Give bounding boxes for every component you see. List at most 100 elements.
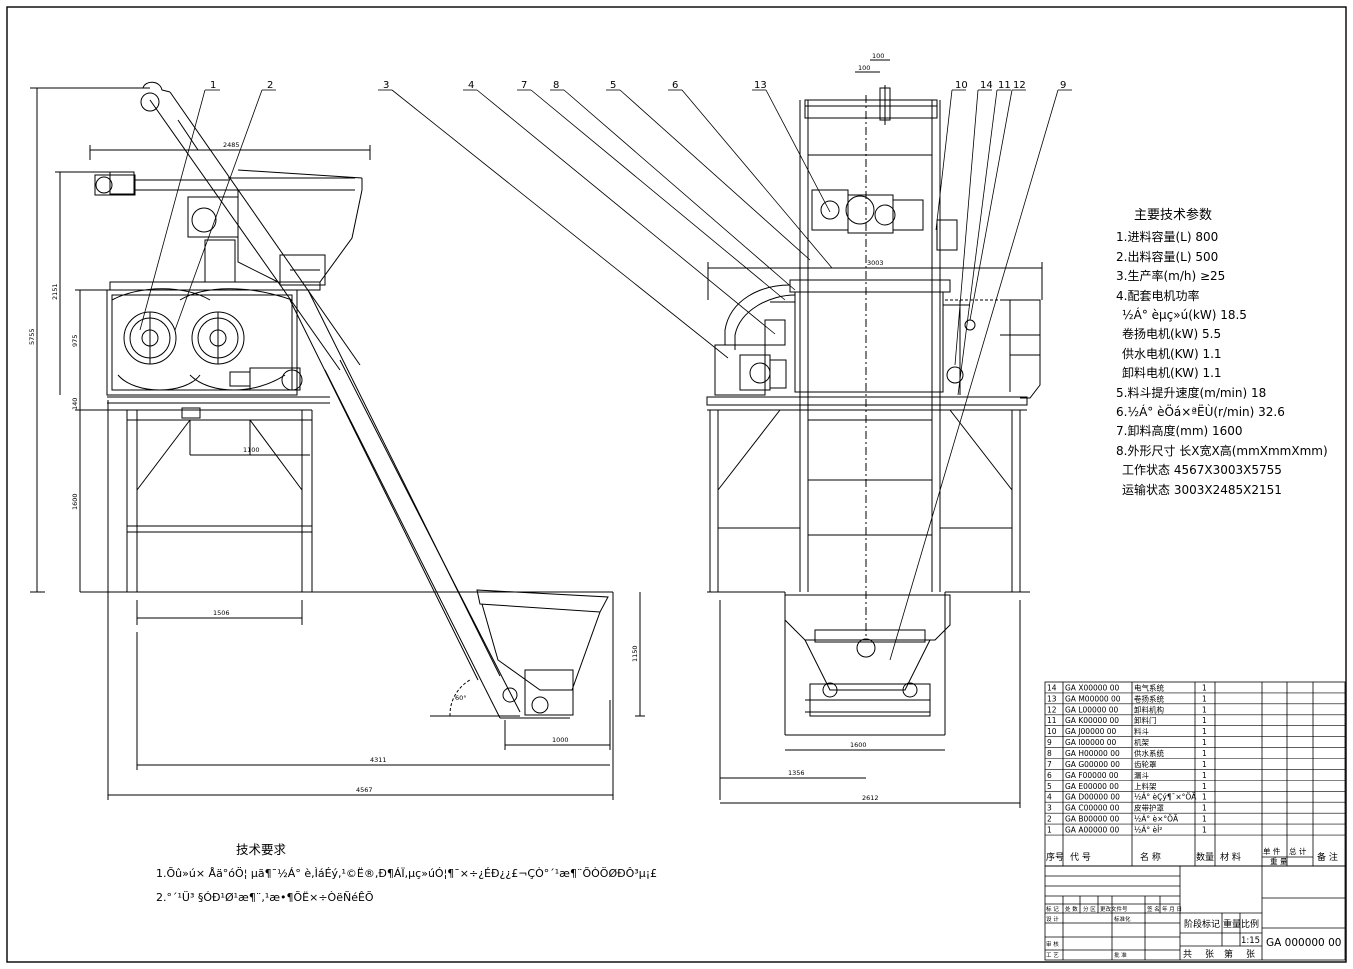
bom-cell-qty: 1 [1202,683,1207,692]
bom-header-code: 代 号 [1070,852,1091,863]
bom-cell-qty: 1 [1202,694,1207,703]
title-block [1044,865,1346,961]
bom-cell-name: 机架 [1134,737,1150,747]
bom-cell-code: GA J00000 00 [1065,727,1117,736]
callout-8: 8 [553,80,559,91]
bom-cell-no: 14 [1047,683,1057,692]
dim-leg-span: 1100 [243,446,260,454]
technical-parameters: 主要技术参数 1.进料容量(L) 800 2.出料容量(L) 500 3.生产率… [1116,206,1328,500]
dim-frame-gap: 140 [71,398,79,410]
bom-cell-name: 皮带护罩 [1134,803,1164,813]
callout-7: 7 [521,80,527,91]
callout-11: 11 [998,80,1011,91]
bom-cell-name: 上料架 [1134,781,1157,791]
tb-change-doc: 更改文件号 [1100,905,1128,913]
technical-requirements: 技术要求 1.Õû»ú× Åä°óÖ¦ µã¶¯½Á° è,ÌáÉý,¹©Ë®,… [156,838,657,910]
bom-cell-qty: 1 [1202,815,1207,824]
callout-13: 13 [754,80,767,91]
bom-cell-name: ½Á° èÍ² [1134,826,1162,835]
tb-zone: 分 区 [1083,905,1096,913]
dim-width-3003: 3003 [867,259,884,267]
callout-14: 14 [980,80,993,91]
requirements-title: 技术要求 [236,842,287,857]
bom-cell-no: 13 [1047,694,1057,703]
sheet-border [6,6,1347,963]
tb-sheets: 张 [1205,949,1214,960]
param-line: 1.进料容量(L) 800 [1116,230,1219,245]
bom-cell-name: ½Á° èÇý¶¯×°ÖÃ [1134,793,1197,802]
dim-base-width: 1506 [213,609,230,617]
param-line: 8.外形尺寸 长X宽X高(mmXmmXmm) [1116,443,1328,458]
callout-9: 9 [1060,80,1066,91]
bom-cell-no: 1 [1047,826,1052,835]
param-line: 供水电机(KW) 1.1 [1122,346,1222,361]
callout-12: 12 [1013,80,1026,91]
tb-process: 工 艺 [1046,952,1059,959]
param-line: 6.½Á° èÖá×ªËÙ(r/min) 32.6 [1116,405,1285,420]
drawing-number: GA 000000 00 [1266,937,1341,949]
bom-cell-code: GA G00000 00 [1065,760,1120,769]
callout-10: 10 [955,80,968,91]
bom-cell-no: 4 [1047,793,1052,802]
bom-cell-qty: 1 [1202,716,1207,725]
bom-cell-code: GA I00000 00 [1065,738,1117,747]
bom-cell-qty: 1 [1202,738,1207,747]
bom-cell-no: 8 [1047,749,1052,758]
bom-header-unit: 单 件 [1263,846,1281,856]
tb-weight: 重量 [1223,918,1241,930]
bom-cell-qty: 1 [1202,793,1207,802]
bom-cell-name: 漏斗 [1134,770,1150,780]
bom-header-total: 总 计 [1289,846,1307,856]
bom-cell-no: 12 [1047,705,1057,714]
tb-scale: 比例 [1241,918,1259,930]
bom-cell-qty: 1 [1202,705,1207,714]
bom-cell-qty: 1 [1202,804,1207,813]
dim-length-4567: 4567 [356,786,373,794]
param-line: 运输状态 3003X2485X2151 [1122,482,1282,497]
bom-header-remark: 备 注 [1317,851,1338,863]
tb-page-sheets: 张 [1246,949,1255,960]
bom-header-material: 材 料 [1220,851,1241,863]
bom-cell-name: ½Á° è×°ÖÃ [1134,815,1179,824]
bom-cell-code: GA L00000 00 [1065,705,1119,714]
dim-top-100a: 100 [858,64,870,72]
bom-cell-code: GA A00000 00 [1065,826,1119,835]
param-line: 2.出料容量(L) 500 [1116,249,1219,264]
callout-leaders [139,89,1072,661]
param-line: 卸料电机(KW) 1.1 [1122,366,1222,381]
bom-cell-no: 9 [1047,738,1052,747]
bom-header: 序号 代 号 名 称 数量 材 料 单 件 总 计 重 量 备 注 [1046,846,1338,866]
dim-height-mixer: 2151 [51,283,59,300]
tb-total: 共 [1183,949,1192,960]
bom-row-lines [1045,692,1345,836]
param-line: 3.生产率(m/h) ≥25 [1116,269,1226,284]
param-line: 5.料斗提升速度(m/min) 18 [1116,385,1267,400]
dim-top-100b: 100 [872,52,884,60]
dim-length-4311: 4311 [370,756,387,764]
tb-mark: 标 记 [1046,905,1059,913]
tb-count: 处 数 [1065,905,1078,913]
callout-3: 3 [383,80,389,91]
title-block-text: 标 记 处 数 分 区 更改文件号 签 名 年 月 日 设 计 标准化 审 核 … [1046,905,1182,959]
bom-cell-code: GA C00000 00 [1065,804,1120,813]
tb-stage: 阶段标记 [1184,918,1220,930]
tb-standard: 标准化 [1114,915,1131,923]
param-line: 7.卸料高度(mm) 1600 [1116,424,1243,439]
param-line: 卷扬电机(kW) 5.5 [1122,327,1222,342]
bom-header-no: 序号 [1046,851,1064,863]
tb-design: 设 计 [1046,915,1059,923]
callout-1: 1 [210,80,216,91]
bom-cell-name: 供水系统 [1134,748,1164,758]
dim-height-total: 5755 [28,328,36,345]
bom-cell-no: 5 [1047,782,1052,791]
right-elevation-view [706,59,1043,808]
callout-4: 4 [468,80,474,91]
tb-scale-value: 1:15 [1241,936,1260,946]
bom-cell-no: 10 [1047,727,1057,736]
bom-cell-name: 卷扬系统 [1134,693,1164,703]
tb-approve: 批 准 [1114,951,1127,959]
bom-cell-code: GA M00000 00 [1065,694,1121,703]
bom-cell-no: 3 [1047,804,1052,813]
dim-hopper-width: 1000 [552,736,569,744]
